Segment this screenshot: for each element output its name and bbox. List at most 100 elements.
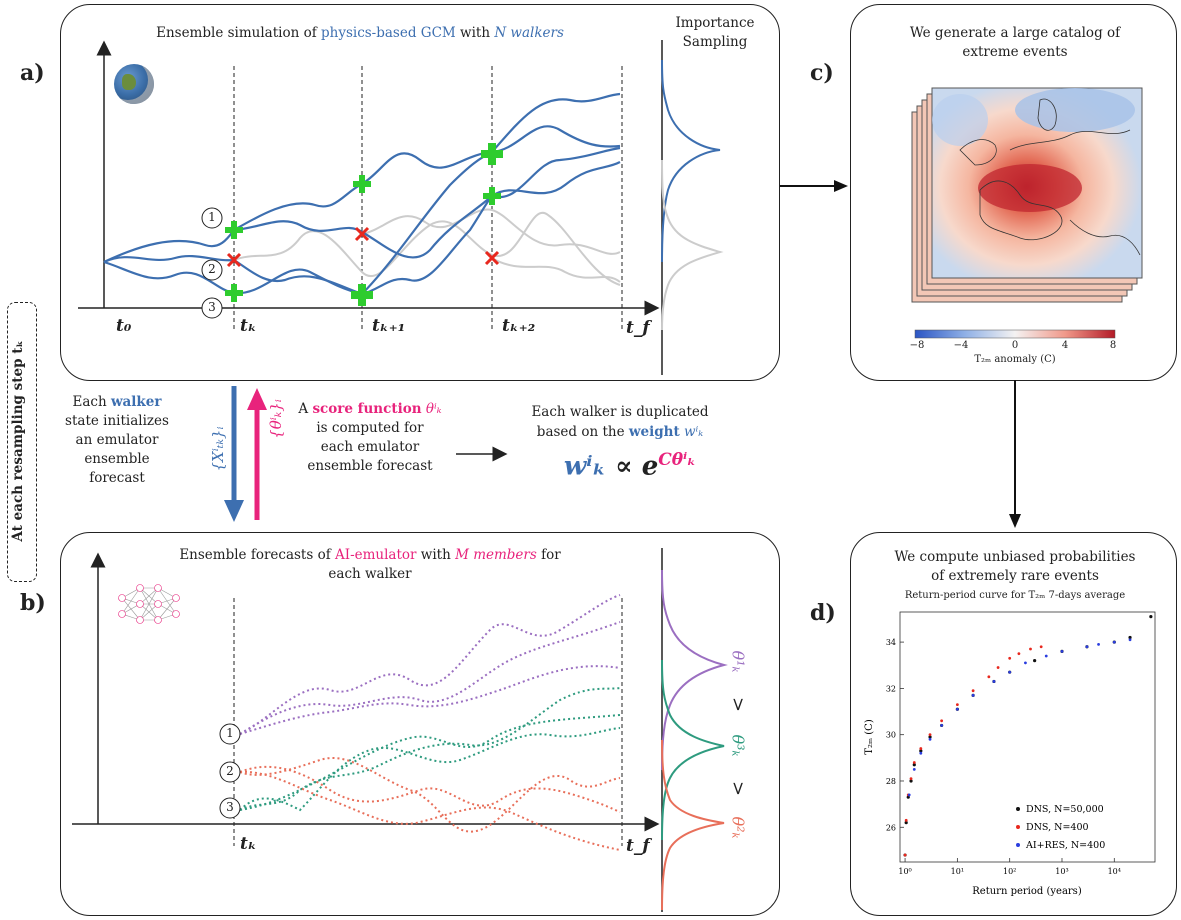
walker-path xyxy=(103,146,621,296)
panel-b-title-for: for xyxy=(536,547,561,563)
clone-marker xyxy=(353,175,371,193)
score-a: A xyxy=(298,401,313,417)
panel-a-title-text: Ensemble simulation of xyxy=(156,25,321,41)
data-point xyxy=(1029,647,1032,651)
dup-based: based on the xyxy=(536,424,629,440)
state-down-arrowhead xyxy=(224,500,244,522)
resampling-step-box xyxy=(7,302,37,582)
weight-formula: wⁱₖ ∝ eCθⁱₖ xyxy=(530,450,730,482)
data-point xyxy=(1008,670,1012,674)
walker-id-2: 2 xyxy=(208,262,216,276)
formula-w: wⁱₖ xyxy=(563,451,607,482)
forecast-path xyxy=(239,770,621,851)
chart-legend: DNS, N=50,000 DNS, N=400 AI+RES, N=400 xyxy=(1016,804,1105,851)
data-point xyxy=(912,768,916,771)
walker-path xyxy=(233,161,621,259)
walker-init-line3: an emulator xyxy=(75,432,159,448)
data-point xyxy=(987,675,991,679)
duplication-text: Each walker is duplicated based on the w… xyxy=(500,402,740,442)
data-point xyxy=(1024,661,1027,665)
legend-series-1: DNS, N=50,000 xyxy=(1026,804,1104,815)
importance-sampling-label: Importance Sampling xyxy=(660,14,770,52)
forecast-path xyxy=(239,757,621,833)
panel-b-title-line2: each walker xyxy=(328,566,412,582)
score-line3: each emulator xyxy=(320,439,420,455)
score-line2: is computed for xyxy=(316,420,424,436)
data-point xyxy=(1033,659,1037,663)
data-point xyxy=(1044,654,1048,658)
clone-marker xyxy=(483,187,501,205)
forecasts-walker2 xyxy=(239,757,621,851)
colorbar-ticks: −8 −4 0 4 8 xyxy=(907,340,1123,354)
y-tick-label: 26 xyxy=(886,823,896,832)
score-up-arrowhead xyxy=(247,388,267,410)
dup-line2: based on the weight wⁱₖ xyxy=(500,422,740,442)
panel-c-label: c) xyxy=(810,60,834,86)
x-tick-label: 10³ xyxy=(1055,867,1068,876)
score-theta: θⁱₖ xyxy=(421,401,442,417)
legend-series-2: DNS, N=400 xyxy=(1026,822,1089,833)
data-point xyxy=(1039,645,1043,649)
colorbar-tick: 4 xyxy=(1061,340,1069,351)
dup-w: wⁱₖ xyxy=(679,424,704,440)
data-point xyxy=(928,735,932,739)
panel-a-title: Ensemble simulation of physics-based GCM… xyxy=(100,24,620,43)
panel-b-title: Ensemble forecasts of AI-emulator with M… xyxy=(120,546,620,584)
walker-id-3: 3 xyxy=(208,300,216,314)
panel-a-title-walkers: N walkers xyxy=(494,25,564,41)
colorbar xyxy=(914,329,1116,339)
colorbar-tick: −8 xyxy=(909,340,925,351)
walker-init-walker: walker xyxy=(110,394,162,410)
data-point xyxy=(904,818,908,822)
data-point xyxy=(940,724,944,727)
neural-network-icon xyxy=(118,584,180,624)
data-point xyxy=(1085,645,1089,649)
colorbar-label: T₂ₘ anomaly (C) xyxy=(974,354,1056,365)
clone-marker xyxy=(225,221,243,239)
forecast-path xyxy=(239,594,621,735)
clone-markers xyxy=(225,143,503,306)
data-point xyxy=(1128,635,1132,640)
series-3 xyxy=(907,638,1132,797)
importance-density-grey xyxy=(661,159,724,331)
panel-a-label: a) xyxy=(20,60,45,86)
panel-b-title-line1: Ensemble forecasts of AI-emulator with M… xyxy=(120,546,620,565)
formula-exp: Cθⁱₖ xyxy=(658,450,697,470)
data-point xyxy=(909,777,913,781)
x-tick-label: 10¹ xyxy=(951,867,964,876)
data-point xyxy=(1112,640,1116,644)
chart-plot-area xyxy=(899,611,1156,863)
score-function-text: A score function θⁱₖ is computed for eac… xyxy=(290,400,450,476)
data-point xyxy=(971,693,975,697)
time-label-tf: t_f xyxy=(626,318,650,338)
formula-prop: ∝ e xyxy=(606,451,659,482)
clone-marker xyxy=(225,284,243,302)
panel-a xyxy=(60,4,780,381)
y-tick-label: 28 xyxy=(886,777,896,786)
data-point xyxy=(912,761,916,764)
walker-ids-a xyxy=(201,207,223,319)
forecast-path xyxy=(239,727,621,812)
panel-c-title-line2: extreme events xyxy=(962,44,1068,60)
kill-markers xyxy=(226,226,500,268)
panel-d-title: We compute unbiased probabilities of ext… xyxy=(860,548,1170,586)
score-density-purple xyxy=(661,569,728,771)
killed-walker-path xyxy=(361,208,621,255)
clone-marker xyxy=(481,143,503,165)
walker-id-b-1: 1 xyxy=(226,726,234,740)
panel-d-title-line2: of extremely rare events xyxy=(931,568,1099,584)
panel-a-title-gcm: physics-based GCM xyxy=(320,25,456,41)
time-label-tk: tₖ xyxy=(240,316,257,336)
data-point xyxy=(940,719,944,723)
legend-series-3: AI+RES, N=400 xyxy=(1025,840,1105,851)
data-point xyxy=(996,666,1000,669)
colorbar-tick: 0 xyxy=(1011,340,1019,351)
data-point xyxy=(1097,643,1100,646)
killed-walker-path xyxy=(491,257,621,283)
walker-ids-b xyxy=(219,723,241,819)
y-tick-label: 32 xyxy=(886,684,896,693)
